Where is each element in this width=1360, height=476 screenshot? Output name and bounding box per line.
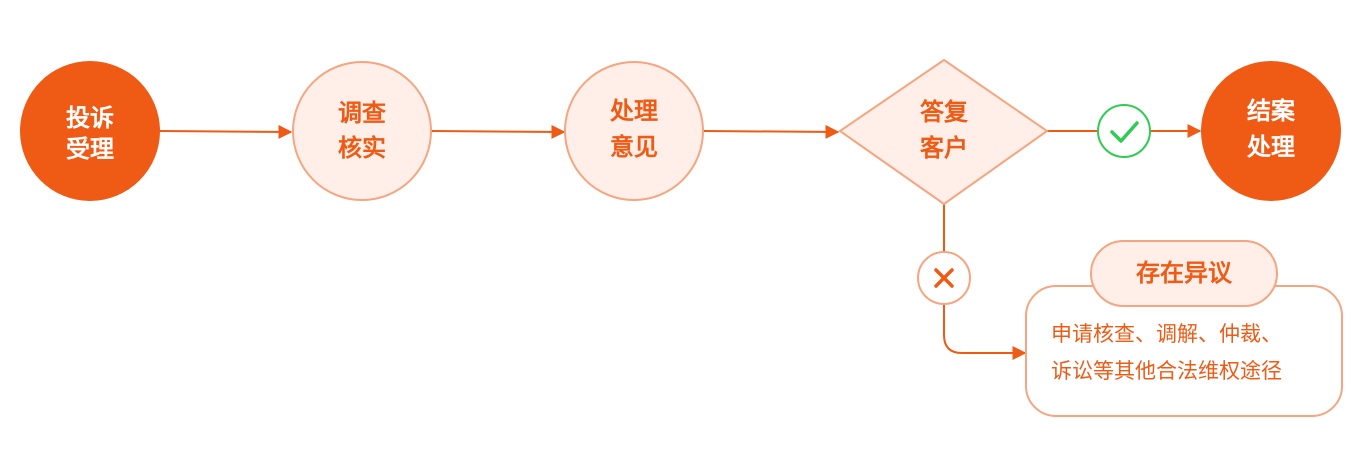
node-close: 结案 处理 xyxy=(1201,61,1341,201)
node-close-label-line2: 处理 xyxy=(1246,133,1295,161)
cross-icon xyxy=(917,251,971,305)
node-complaint-shape xyxy=(20,61,160,201)
node-investigate: 调查 核实 xyxy=(292,61,432,201)
objection-title-pill: 存在异议 xyxy=(1090,240,1278,307)
node-close-shape xyxy=(1201,61,1341,201)
node-opinion-label-line2: 意见 xyxy=(610,133,658,161)
node-investigate-label-line1: 调查 xyxy=(338,99,386,127)
node-opinion-label-line1: 处理 xyxy=(609,97,658,125)
objection-text-line2: 诉讼等其他合法维权途径 xyxy=(1051,359,1282,383)
node-opinion: 处理 意见 xyxy=(564,61,704,201)
node-complaint-label-line2: 受理 xyxy=(66,135,114,163)
objection-title: 存在异议 xyxy=(1136,259,1233,287)
node-complaint-label-line1: 投诉 xyxy=(66,104,114,132)
objection-title-shape xyxy=(1090,240,1278,307)
connector-no-objection xyxy=(943,305,1027,360)
objection-text-line1: 申请核查、调解、仲裁、 xyxy=(1051,322,1282,346)
node-investigate-shape xyxy=(292,61,432,201)
connector-complaint-investigate xyxy=(159,124,293,139)
node-investigate-label-line2: 核实 xyxy=(338,134,386,162)
node-reply-label-line2: 客户 xyxy=(920,134,968,162)
node-close-label-line1: 结案 xyxy=(1247,97,1296,125)
node-complaint: 投诉 受理 xyxy=(20,61,160,201)
node-opinion-shape xyxy=(564,61,704,201)
connector-opinion-reply xyxy=(703,124,840,139)
objection-box: 申请核查、调解、仲裁、 诉讼等其他合法维权途径 xyxy=(1025,285,1343,417)
node-reply-shape xyxy=(838,58,1049,206)
node-reply: 答复 客户 xyxy=(838,58,1049,206)
node-reply-label-line1: 答复 xyxy=(920,98,969,126)
check-icon xyxy=(1097,104,1151,158)
connector-investigate-opinion xyxy=(430,124,566,139)
